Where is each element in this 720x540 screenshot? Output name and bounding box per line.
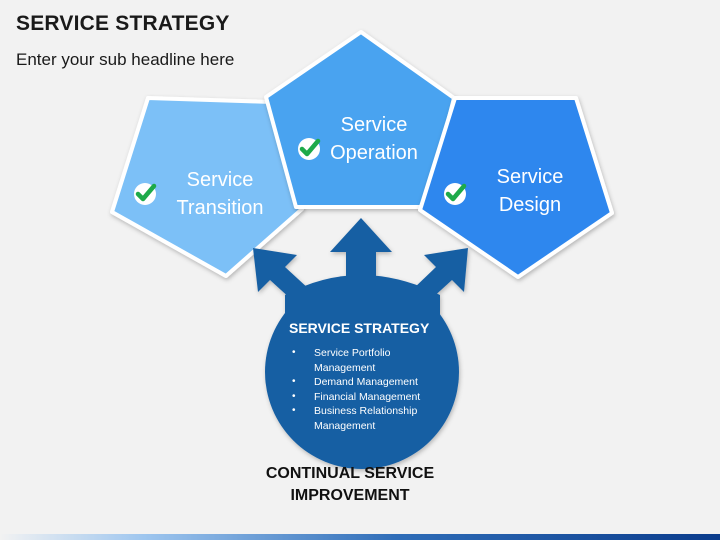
list-item: Business Relationship Management xyxy=(292,404,434,433)
page-title: SERVICE STRATEGY xyxy=(16,12,230,35)
label-line-1: Service xyxy=(340,114,408,136)
label-line-2: Design xyxy=(498,194,562,216)
list-item: Service Portfolio Management xyxy=(292,346,434,375)
label-line-1: Service xyxy=(186,169,254,191)
list-item: Financial Management xyxy=(292,390,434,405)
caption-line-2: IMPROVEMENT xyxy=(290,487,410,504)
center-strategy-block: SERVICE STRATEGY Service Portfolio Manag… xyxy=(282,320,452,433)
caption-line-1: CONTINUAL SERVICE xyxy=(265,465,435,482)
check-icon xyxy=(134,183,157,205)
label-service-design: Service Design xyxy=(480,163,580,219)
pentagon-service-operation xyxy=(264,30,456,209)
check-icon xyxy=(298,138,321,160)
continual-improvement-caption: CONTINUAL SERVICE IMPROVEMENT xyxy=(230,463,470,507)
center-list: Service Portfolio Management Demand Mana… xyxy=(282,346,452,433)
list-item: Demand Management xyxy=(292,375,434,390)
page-subtitle: Enter your sub headline here xyxy=(16,50,235,69)
label-service-transition: Service Transition xyxy=(170,166,270,222)
pentagon-service-design xyxy=(418,96,614,279)
label-line-2: Transition xyxy=(176,197,264,219)
label-service-operation: Service Operation xyxy=(320,111,428,167)
label-line-2: Operation xyxy=(330,142,418,164)
check-icon xyxy=(444,183,467,205)
label-line-1: Service xyxy=(496,166,564,188)
center-title: SERVICE STRATEGY xyxy=(289,320,430,336)
pentagon-service-transition xyxy=(110,96,304,278)
bottom-accent-bar xyxy=(0,534,720,540)
